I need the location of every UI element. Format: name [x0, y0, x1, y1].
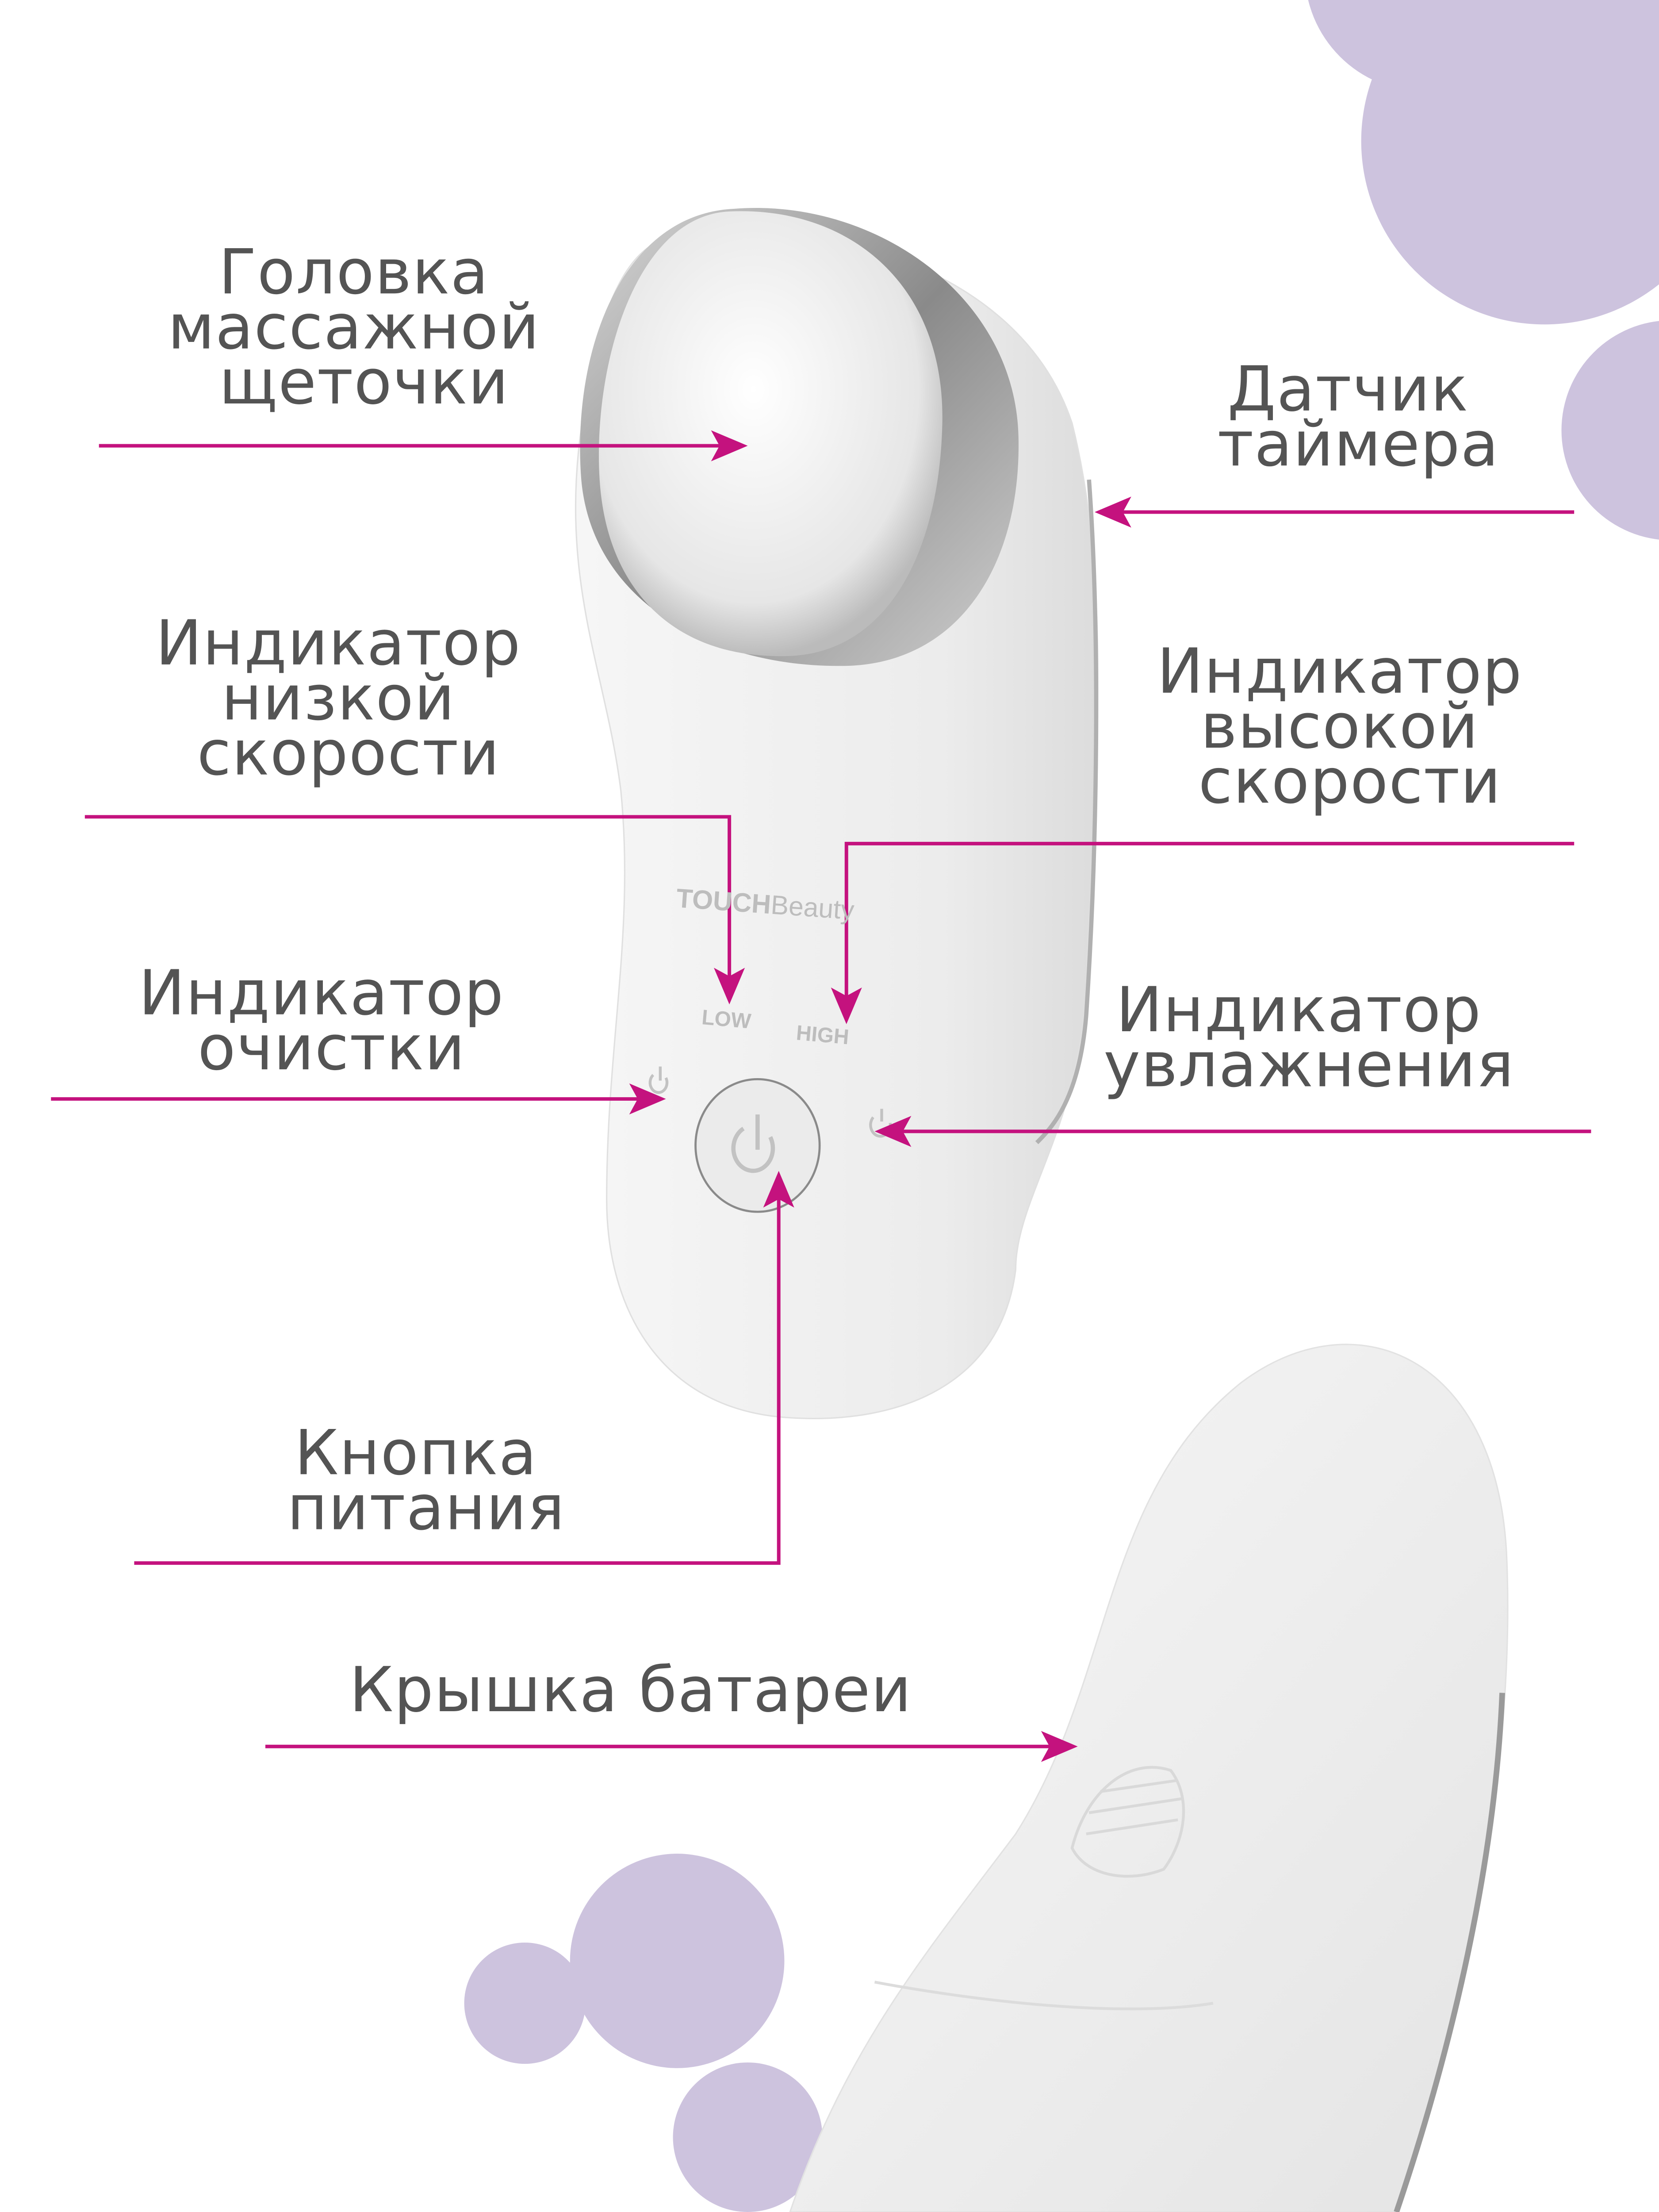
low-speed-mark: LOW — [701, 1006, 752, 1033]
label-battery-cover: Крышка батареи — [349, 1654, 912, 1726]
high-speed-mark: HIGH — [795, 1021, 850, 1049]
timer-sensor-strip — [1035, 479, 1099, 1144]
massage-head — [599, 211, 943, 657]
battery-cover-seam — [874, 1981, 1214, 2011]
label-moisturizing: Индикатор увлажнения — [1103, 974, 1514, 1101]
label-cleansing: Индикатор очистки — [138, 957, 525, 1084]
brand-logo: TOUCHBeauty — [675, 883, 855, 926]
callouts — [51, 444, 1591, 1748]
labels: Головка массажной щеточки Датчик таймера… — [138, 236, 1543, 1726]
cleanse-icon — [648, 1066, 669, 1094]
label-low-speed: Индикатор низкой скорости — [156, 607, 542, 790]
arrowheads — [629, 430, 1131, 1762]
power-icon — [731, 1114, 775, 1173]
second-device-edge — [1394, 1693, 1505, 2212]
decor-circles — [464, 0, 1659, 2212]
label-massage-head: Головка массажной щеточки — [168, 236, 560, 419]
label-high-speed: Индикатор высокой скорости — [1157, 636, 1543, 818]
label-timer-sensor: Датчик таймера — [1218, 353, 1499, 480]
battery-grip-icon — [1070, 1766, 1185, 1878]
label-power-button: Кнопка питания — [287, 1417, 565, 1544]
